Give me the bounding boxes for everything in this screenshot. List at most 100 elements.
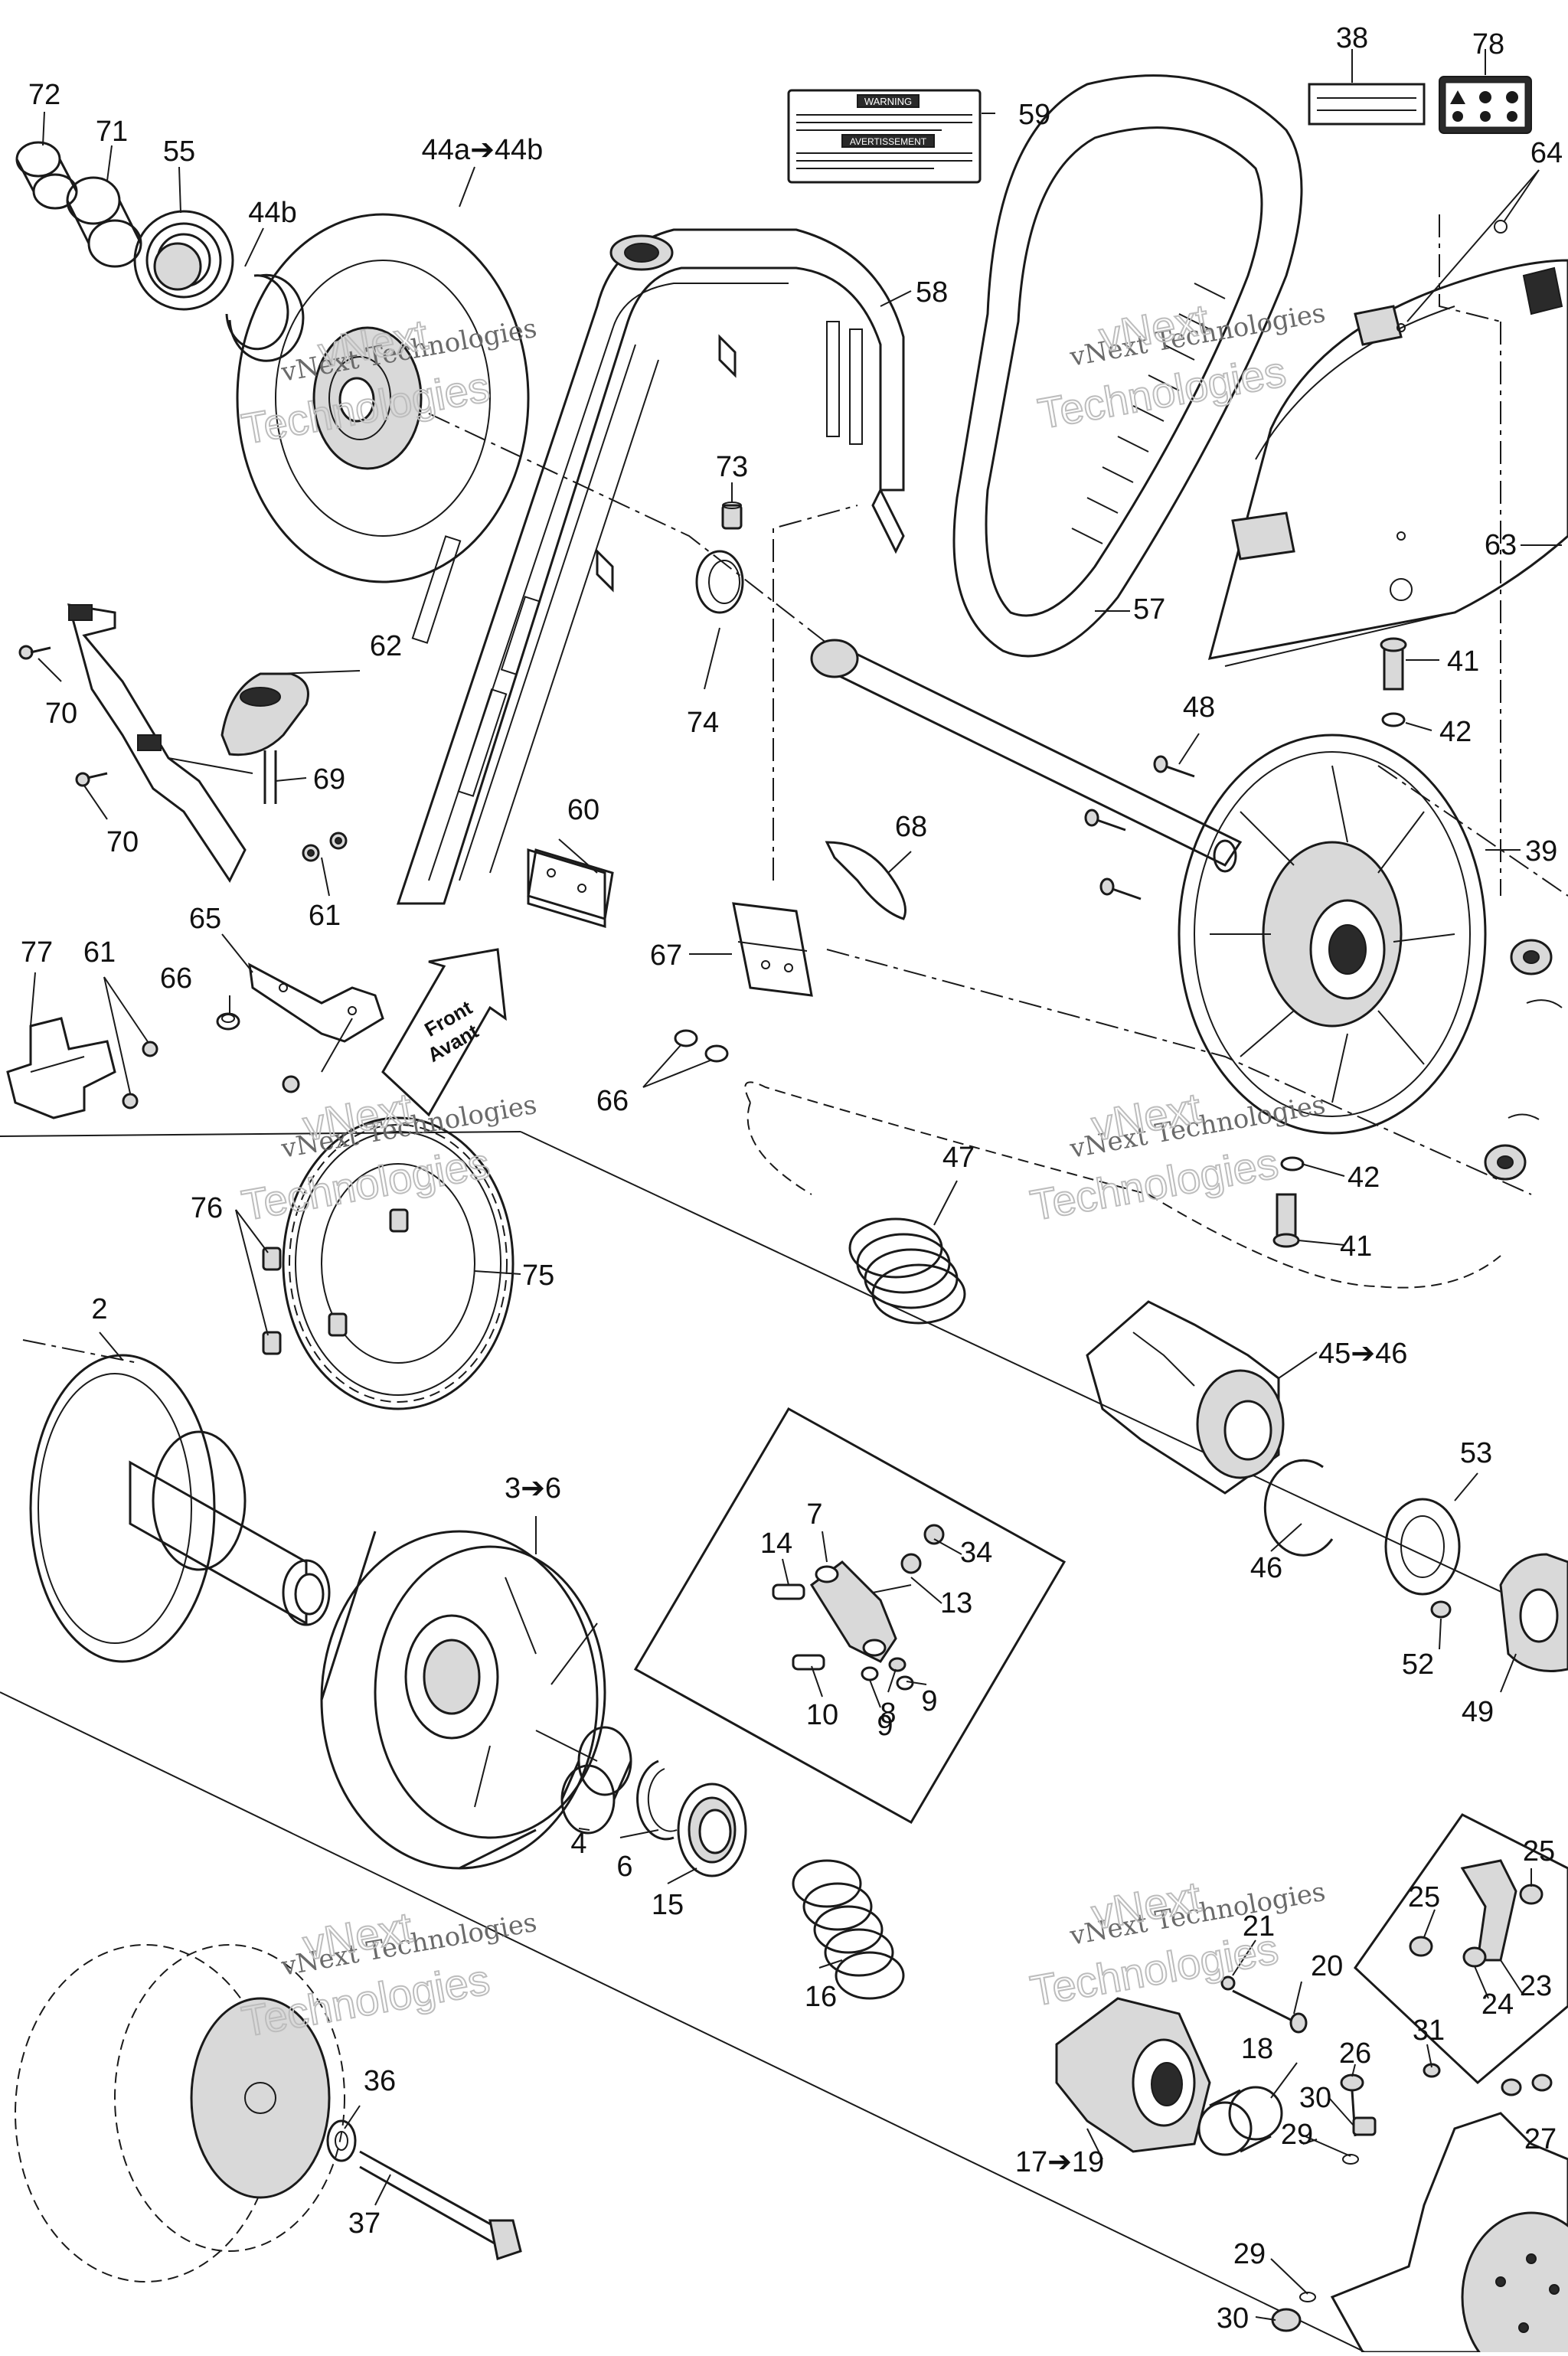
label-71: 71 [96,116,128,148]
avertissement-heading: AVERTISSEMENT [850,136,927,147]
label-30b: 30 [1217,2302,1249,2335]
bushing-4 [560,1726,632,1835]
label-16: 16 [805,1981,837,2013]
rollers [1484,939,1563,1181]
spider-17-19 [1055,1997,1211,2153]
belt-guard-58 [396,228,905,920]
bolt-37 [359,2150,522,2260]
label-20: 20 [1311,1950,1343,1982]
label-47: 47 [942,1142,975,1174]
label-66a: 66 [160,962,192,995]
bearing-55 [133,210,234,311]
label-73: 73 [716,451,748,483]
label-30a: 30 [1299,2082,1331,2114]
label-41b: 41 [1340,1230,1372,1263]
label-74: 74 [687,707,719,739]
label-7: 7 [806,1498,822,1531]
label-4: 4 [570,1828,586,1860]
label-77: 77 [21,936,53,969]
label-38 [1308,83,1426,126]
label-18: 18 [1241,2033,1273,2065]
pin-73 [721,502,743,530]
bolt-69 [263,750,277,804]
hinge-67 [732,902,813,997]
warning-decal-59: WARNING AVERTISSEMENT [787,89,982,184]
bolt-41a [1380,637,1407,727]
label-46: 46 [1250,1552,1282,1584]
snap-ring-44b [225,273,305,362]
guard-cover-63 [1207,220,1568,667]
label-61b: 61 [83,936,116,969]
driven-pulley-39 [1178,734,1487,1135]
label-49: 49 [1462,1696,1494,1728]
label-78: 78 [1472,28,1504,60]
screw-70b [75,772,108,787]
movable-sheave-3-6 [320,1530,606,1870]
front-direction-arrow: Front Avant [381,948,507,1117]
part-labels: 72 71 55 44a➔44b 44b 59 58 38 78 64 57 6… [21,22,1563,2335]
label-9b: 9 [877,1710,893,1742]
snap-ring-46 [1263,1459,1334,1557]
watermark-outline: Technologies [238,1139,493,1230]
label-70a: 70 [45,698,77,730]
drive-belt-57 [952,74,1303,658]
ring-72 [15,141,78,210]
washer-53 [1384,1498,1461,1596]
cam-45-46 [1086,1300,1285,1495]
screw-20-21 [1220,1975,1308,2034]
label-60: 60 [567,794,599,826]
label-21: 21 [1243,1910,1275,1943]
label-66b: 66 [596,1085,629,1117]
label-52: 52 [1402,1649,1434,1681]
seal-15 [677,1783,747,1877]
snap-ring-6 [636,1760,678,1841]
label-10: 10 [806,1699,838,1731]
label-69: 69 [313,763,345,796]
label-44b: 44b [248,197,296,229]
label-58: 58 [916,276,948,309]
label-63: 63 [1485,529,1517,561]
label-68: 68 [895,811,927,843]
label-31: 31 [1413,2015,1445,2047]
nut-61a [302,832,348,862]
label-64: 64 [1530,137,1563,169]
label-48: 48 [1183,691,1215,724]
label-45-46: 45➔46 [1318,1338,1407,1370]
label-76: 76 [191,1192,223,1224]
label-3-6: 3➔6 [505,1472,561,1505]
warning-heading: WARNING [864,96,912,107]
label-42b: 42 [1348,1162,1380,1194]
label-6: 6 [616,1851,632,1883]
washer-36 [326,2119,357,2162]
label-67: 67 [650,939,682,972]
label-42a: 42 [1439,716,1472,748]
label-29b: 29 [1233,2238,1266,2270]
spring-16 [792,1859,905,2000]
label-37: 37 [348,2207,381,2240]
fixed-sheave-44a-44b [236,213,530,583]
nut-52 [1430,1600,1452,1619]
label-38: 38 [1336,22,1368,54]
part-62 [220,672,309,756]
parts-29-30 [1271,2116,1377,2332]
label-70b: 70 [106,826,139,858]
label-41a: 41 [1447,645,1479,678]
label-44a-44b: 44a➔44b [422,134,544,166]
drive-pulley-2 [29,1354,331,1663]
label-13: 13 [940,1587,972,1619]
label-65: 65 [189,903,221,935]
label-57: 57 [1133,593,1165,626]
clip-77 [6,1017,158,1119]
detail-box-rollers [1354,1813,1568,2085]
label-61a: 61 [309,900,341,932]
drive-pulley-assembly [15,1944,345,2282]
watermarks: vNext Technologies Technologies vNext vN… [237,294,1328,2047]
label-26: 26 [1339,2037,1371,2070]
bolt-41b [1272,1156,1305,1248]
grommet-66b [674,1029,729,1063]
bushing-18 [1197,2086,1283,2156]
pins-76 [262,1208,409,1355]
label-25b: 25 [1408,1881,1440,1913]
bracket-70 [67,603,253,883]
